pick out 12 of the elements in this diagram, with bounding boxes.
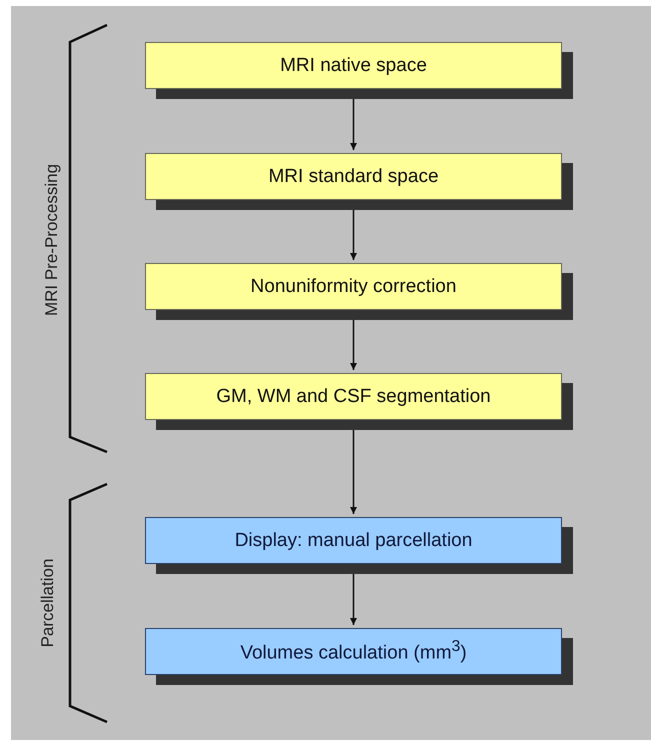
step-label: GM, WM and CSF segmentation: [216, 386, 491, 408]
step-label: Volumes calculation (mm$^{3}$): [240, 638, 467, 665]
arrow: [350, 430, 357, 514]
step-label: Display: manual parcellation: [234, 530, 472, 552]
arrow: [350, 574, 357, 625]
section-label: Parcellation: [38, 558, 58, 648]
step-label: MRI native space: [280, 54, 427, 76]
arrow: [350, 210, 357, 260]
step-label: MRI standard space: [268, 166, 439, 188]
arrow: [350, 320, 357, 370]
step-label: Nonuniformity correction: [250, 276, 456, 298]
section-label: MRI Pre-Processing: [42, 164, 62, 316]
